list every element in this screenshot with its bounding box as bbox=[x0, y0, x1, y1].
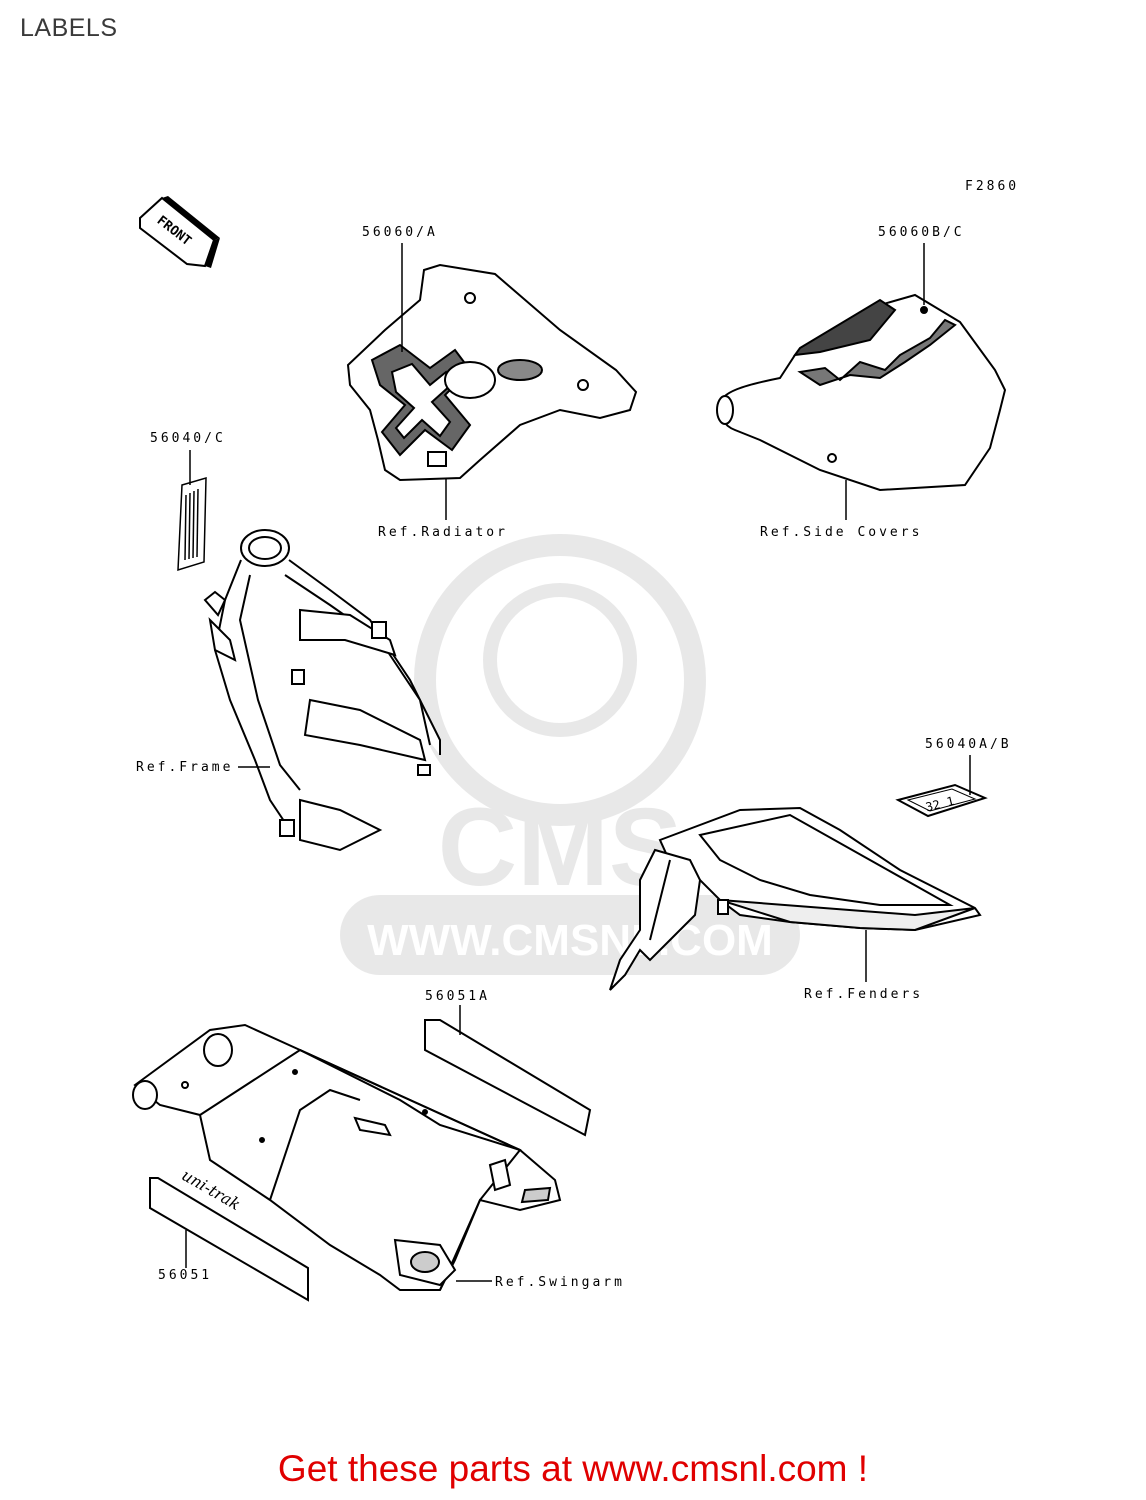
number-plate-text: 32 1 bbox=[924, 794, 955, 815]
part-label-56060a: 56060/A bbox=[362, 225, 438, 240]
part-label-56060bc: 56060B/C bbox=[878, 225, 965, 240]
rear-fender bbox=[609, 806, 982, 991]
part-label-56051a: 56051A bbox=[425, 989, 490, 1004]
swingarm-strip-decal bbox=[424, 1019, 592, 1137]
front-arrow: FRONT bbox=[139, 196, 220, 268]
footer-cta[interactable]: Get these parts at www.cmsnl.com ! bbox=[277, 1448, 869, 1489]
watermark: CMS WWW.CMSNL.COM bbox=[340, 534, 800, 975]
side-cover-decal bbox=[716, 293, 1007, 492]
ref-label-fenders: Ref.Fenders bbox=[804, 987, 923, 1002]
radiator-shroud-decal bbox=[346, 263, 638, 482]
watermark-url: WWW.CMSNL.COM bbox=[367, 916, 773, 965]
ref-label-side-covers: Ref.Side Covers bbox=[760, 525, 922, 540]
frame bbox=[203, 529, 441, 852]
ref-label-frame: Ref.Frame bbox=[136, 760, 233, 775]
ref-label-swingarm: Ref.Swingarm bbox=[495, 1275, 625, 1290]
part-label-56051: 56051 bbox=[158, 1268, 212, 1283]
number-plate-decal: 32 1 bbox=[895, 783, 988, 818]
diagram-code: F2860 bbox=[965, 179, 1019, 194]
swingarm bbox=[132, 1023, 562, 1291]
page-title: LABELS bbox=[20, 14, 118, 42]
part-label-56040c: 56040/C bbox=[150, 431, 226, 446]
ref-label-radiator: Ref.Radiator bbox=[378, 525, 508, 540]
part-label-56040ab: 56040A/B bbox=[925, 737, 1012, 752]
frame-decal bbox=[177, 476, 207, 572]
